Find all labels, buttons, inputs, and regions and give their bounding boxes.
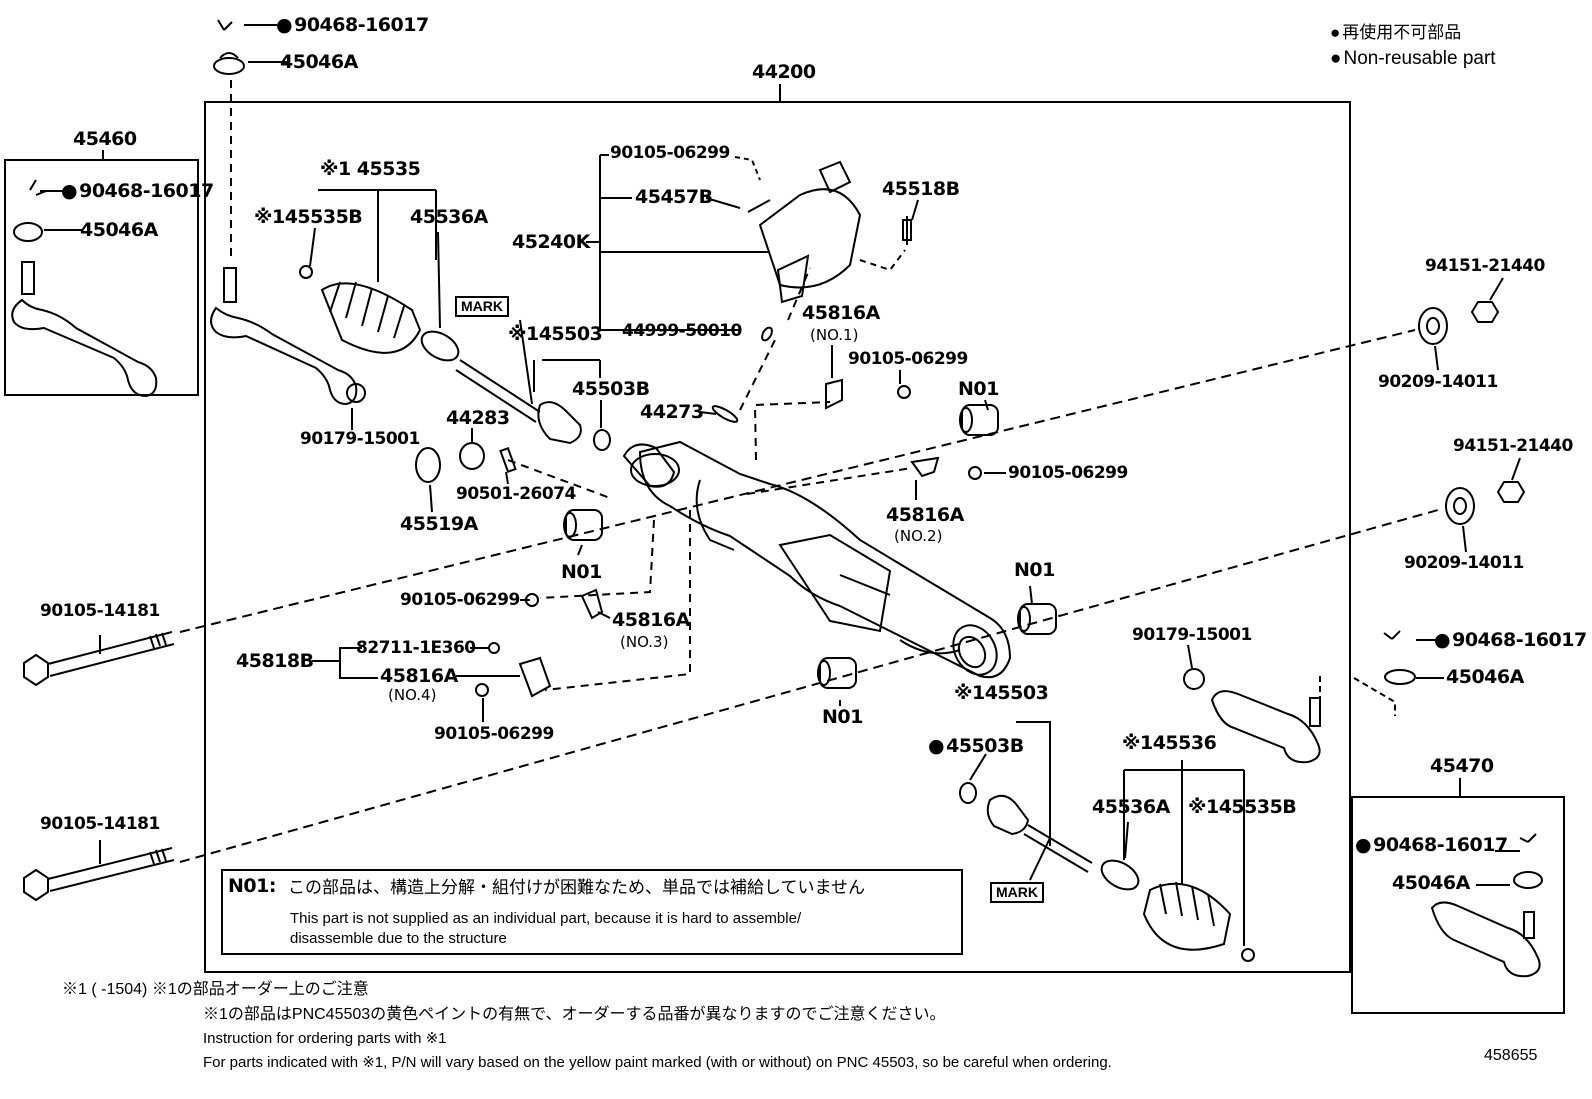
part-45046a-left: 45046A [80,219,158,241]
part-45816a-no1: 45816A [802,302,880,324]
assembly-number: 44200 [752,61,816,83]
part-90105-14181-lower: 90105-14181 [40,814,160,834]
part-45503b: 45503B [572,378,650,400]
part-45535b-right: ※145535B [1188,796,1297,818]
part-45536a-right: 45536A [1092,796,1170,818]
bushing-n01-right [1017,603,1057,635]
part-45536a: 45536A [410,206,488,228]
note-jp: この部品は、構造上分解・組付けが困難なため、単品では補給していません [288,878,865,897]
part-44283: 44283 [446,407,510,429]
part-90105-14181-upper: 90105-14181 [40,601,160,621]
part-44273: 44273 [640,401,704,423]
part-90105-06299-pinion: 90105-06299 [610,143,730,163]
part-45460: 45460 [73,128,137,150]
part-90105-06299-no4: 90105-06299 [434,724,554,744]
part-45818b: 45818B [236,650,314,672]
part-90105-06299-no3: 90105-06299 [400,590,520,610]
part-45816a-no2: 45816A [886,504,964,526]
footer-line4: For parts indicated with ※1, P/N will va… [203,1054,1112,1071]
note-box [221,869,963,955]
part-45535: ※1 45535 [320,158,421,180]
part-90209-14011-upper: 90209-14011 [1378,372,1498,392]
part-45816a-no3: 45816A [612,609,690,631]
bolt-90105-14181-lower [23,847,175,902]
mark-tag-left: MARK [455,296,509,318]
part-82711-1e360: 82711-1E360 [356,638,476,658]
part-90105-06299-no2: 90105-06299 [1008,463,1128,483]
part-90468-left: 90468-16017 [61,182,214,201]
part-90179-15001-right: 90179-15001 [1132,625,1252,645]
bushing-n01-mid [563,509,603,541]
figure-id: 458655 [1484,1047,1538,1064]
bushing-n01-lower [817,657,857,689]
part-45536: ※145536 [1122,732,1217,754]
tie-rod-end-45470-box [1351,796,1565,1014]
part-45457b: 45457B [635,186,713,208]
n01-right: N01 [1014,559,1055,581]
label-no3: (NO.3) [620,633,669,651]
assembly-44200-frame [204,101,1351,973]
part-45046a-right: 45046A [1446,666,1524,688]
n01-lower: N01 [822,706,863,728]
label-no4: (NO.4) [388,686,437,704]
part-90468-right: 90468-16017 [1434,631,1587,650]
part-45503: ※145503 [508,323,603,345]
footer-line1: ※1 ( -1504) ※1の部品オーダー上のご注意 [62,981,369,998]
part-45535b: ※145535B [254,206,363,228]
part-45046a-top: 45046A [280,51,358,73]
bushing-n01-upper [959,404,999,436]
note-en-line1: This part is not supplied as an individu… [290,910,802,927]
legend-jp: 再使用不可部品 [1330,22,1461,43]
part-44999-50010: 44999-50010 [622,321,742,341]
part-45503b-right: 45503B [928,737,1024,756]
footer-line2: ※1の部品はPNC45503の黄色ペイントの有無で、オーダーする品番が異なります… [203,1006,946,1023]
part-90501-26074: 90501-26074 [456,484,576,504]
bolt-90105-14181-upper [23,631,175,687]
legend-en: Non-reusable part [1330,47,1495,71]
part-45816a-no4: 45816A [380,665,458,687]
part-94151-21440-upper: 94151-21440 [1425,256,1545,276]
tie-rod-end-45460-box [4,159,199,396]
part-45046a-bottom-right: 45046A [1392,872,1470,894]
n01-upper: N01 [958,378,999,400]
part-90468-bottom-right: 90468-16017 [1355,836,1508,855]
part-90209-14011-lower: 90209-14011 [1404,553,1524,573]
part-45518b: 45518B [882,178,960,200]
part-45240k: 45240K [512,231,590,253]
part-45503-right: ※145503 [954,682,1049,704]
part-90468-top: 90468-16017 [276,16,429,35]
n01-mid: N01 [561,561,602,583]
part-90105-06299-no1: 90105-06299 [848,349,968,369]
part-45470: 45470 [1430,755,1494,777]
part-94151-21440-lower: 94151-21440 [1453,436,1573,456]
note-code: N01: [228,875,276,897]
mark-tag-right: MARK [990,882,1044,904]
part-90179-15001-left: 90179-15001 [300,429,420,449]
label-no1: (NO.1) [810,326,859,344]
part-45519a: 45519A [400,513,478,535]
footer-line3: Instruction for ordering parts with ※1 [203,1030,447,1047]
label-no2: (NO.2) [894,527,943,545]
note-en-line2: disassemble due to the structure [290,930,507,947]
